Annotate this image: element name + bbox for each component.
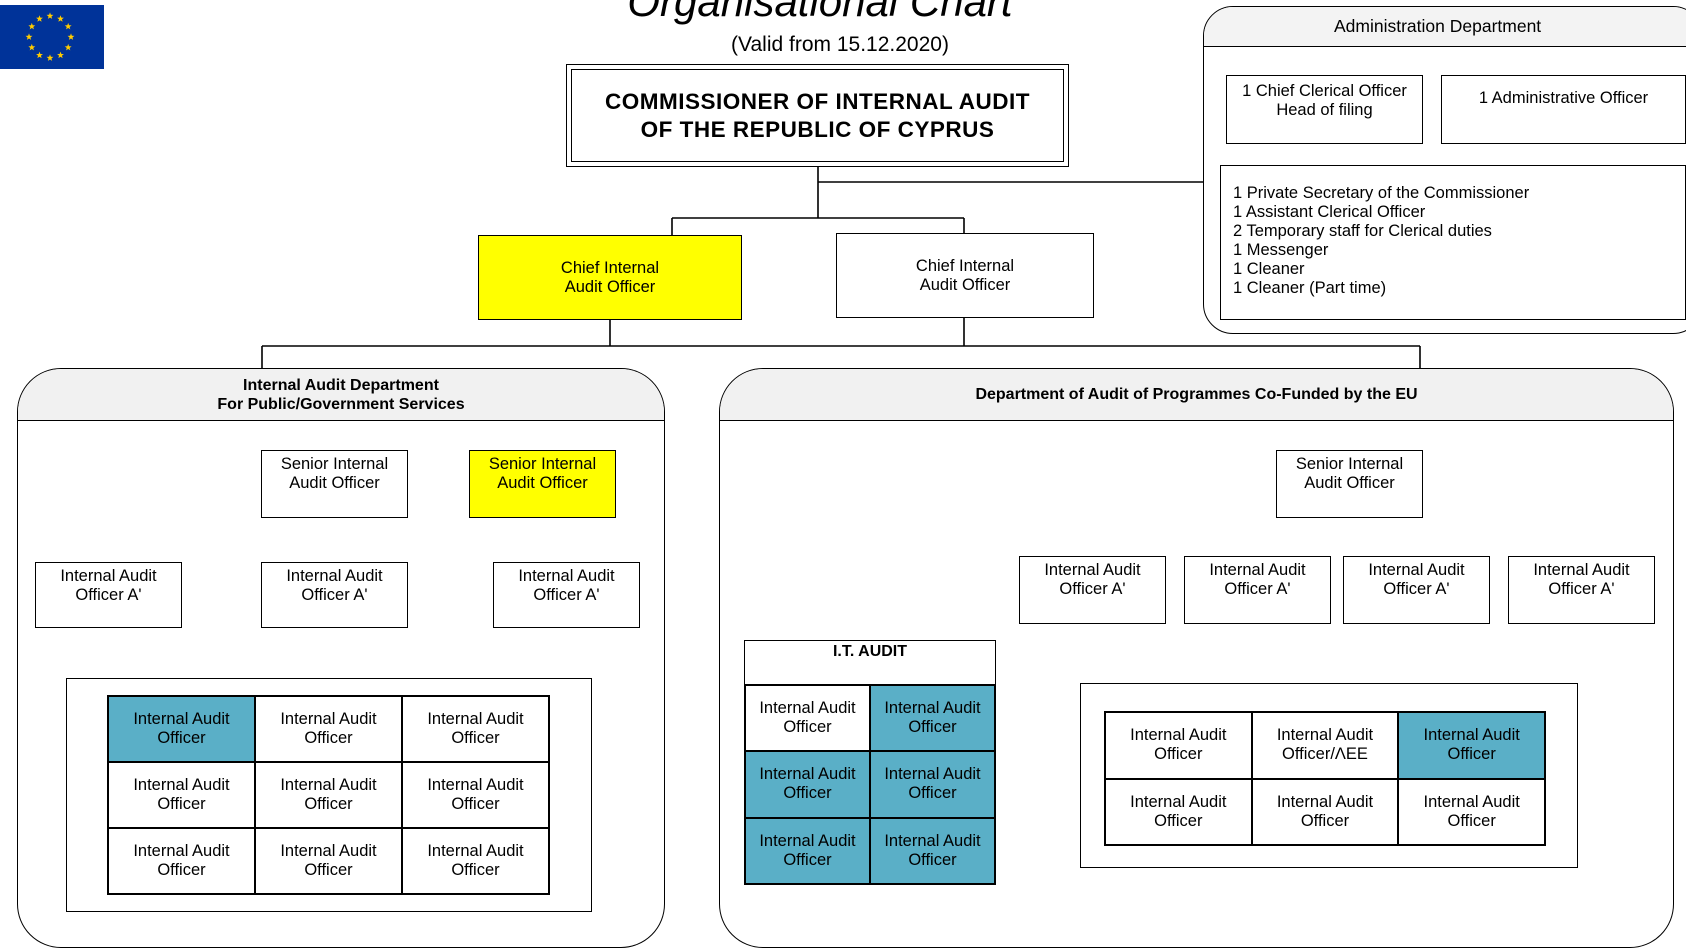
eu-star-icon xyxy=(57,51,64,59)
public-dept-title-bar: Internal Audit Department For Public/Gov… xyxy=(18,369,664,421)
eu-officers-grid: Internal Audit Officer Internal Audit Of… xyxy=(1104,711,1546,846)
officer-cell: Internal Audit Officer xyxy=(108,696,255,762)
eu-star-icon xyxy=(67,33,75,40)
officer-cell: Internal Audit Officer xyxy=(255,828,402,894)
admin-staff-item: 1 Cleaner xyxy=(1233,260,1305,278)
officer-cell: Internal Audit Officer xyxy=(1105,712,1252,779)
officer-cell: Internal Audit Officer xyxy=(108,828,255,894)
eu-stars-icon xyxy=(25,12,75,61)
public-officer-a-3: Internal Audit Officer A' xyxy=(493,562,640,628)
senior-label: Senior Internal Audit Officer xyxy=(1295,455,1404,492)
admin-title-bar: Administration Department xyxy=(1204,7,1686,47)
commissioner-inner-frame: COMMISSIONER OF INTERNAL AUDIT OF THE RE… xyxy=(571,69,1064,162)
admin-box-label: 1 Chief Clerical Officer Head of filing xyxy=(1242,82,1407,119)
admin-administrative-officer: 1 Administrative Officer xyxy=(1441,75,1686,144)
officer-cell: Internal Audit Officer/ΛΕΕ xyxy=(1251,712,1399,779)
eu-star-icon xyxy=(28,22,36,30)
officer-a-label: Internal Audit Officer A' xyxy=(1044,561,1141,598)
officer-a-label: Internal Audit Officer A' xyxy=(518,567,615,604)
admin-staff-item: 2 Temporary staff for Clerical duties xyxy=(1233,222,1492,240)
officer-cell: Internal Audit Officer xyxy=(402,828,549,894)
admin-staff-box: 1 Private Secretary of the Commissioner … xyxy=(1220,165,1686,320)
chief-internal-audit-officer-1: Chief Internal Audit Officer xyxy=(478,235,742,320)
eu-star-icon xyxy=(36,51,43,59)
officer-cell: Internal Audit Officer xyxy=(745,685,870,752)
eu-officer-a-2: Internal Audit Officer A' xyxy=(1184,556,1331,624)
public-senior-officer-1: Senior Internal Audit Officer xyxy=(261,450,408,518)
eu-star-icon xyxy=(64,43,72,51)
officer-cell: Internal Audit Officer xyxy=(108,762,255,828)
officer-cell: Internal Audit Officer xyxy=(1105,778,1252,845)
public-officer-a-1: Internal Audit Officer A' xyxy=(35,562,182,628)
officer-a-label: Internal Audit Officer A' xyxy=(1368,561,1465,598)
it-audit-grid: Internal Audit Officer Internal Audit Of… xyxy=(744,684,996,885)
public-dept-title: Internal Audit Department For Public/Gov… xyxy=(217,376,465,413)
officer-cell: Internal Audit Officer xyxy=(870,685,995,752)
eu-star-icon xyxy=(46,12,54,19)
eu-dept-title-bar: Department of Audit of Programmes Co-Fun… xyxy=(720,369,1673,421)
chief-label: Chief Internal Audit Officer xyxy=(560,258,660,296)
chart-title: Organisational Chart xyxy=(627,0,1013,25)
admin-staff-item: 1 Assistant Clerical Officer xyxy=(1233,203,1426,221)
senior-label: Senior Internal Audit Officer xyxy=(280,455,389,492)
officer-cell: Internal Audit Officer xyxy=(745,817,870,884)
officer-cell: Internal Audit Officer xyxy=(402,696,549,762)
public-senior-officer-2: Senior Internal Audit Officer xyxy=(469,450,616,518)
officer-cell: Internal Audit Officer xyxy=(402,762,549,828)
eu-dept-title: Department of Audit of Programmes Co-Fun… xyxy=(975,386,1418,403)
eu-officer-a-1: Internal Audit Officer A' xyxy=(1019,556,1166,624)
eu-star-icon xyxy=(36,15,43,22)
chief-label: Chief Internal Audit Officer xyxy=(915,256,1015,294)
admin-title: Administration Department xyxy=(1334,16,1542,36)
public-officer-a-2: Internal Audit Officer A' xyxy=(261,562,408,628)
admin-staff-item: 1 Messenger xyxy=(1233,241,1329,259)
senior-label: Senior Internal Audit Officer xyxy=(488,455,597,492)
officer-a-label: Internal Audit Officer A' xyxy=(1533,561,1630,598)
public-officers-grid: Internal Audit Officer Internal Audit Of… xyxy=(107,695,550,895)
officer-cell: Internal Audit Officer xyxy=(255,762,402,828)
admin-staff-item: 1 Cleaner (Part time) xyxy=(1233,279,1387,297)
eu-officer-a-4: Internal Audit Officer A' xyxy=(1508,556,1655,624)
eu-star-icon xyxy=(28,43,36,51)
eu-star-icon xyxy=(46,54,54,61)
admin-staff-item: 1 Private Secretary of the Commissioner xyxy=(1233,184,1530,202)
commissioner-box: COMMISSIONER OF INTERNAL AUDIT OF THE RE… xyxy=(566,64,1069,167)
eu-flag-logo xyxy=(0,5,104,69)
it-audit-title: I.T. AUDIT xyxy=(832,643,908,660)
eu-star-icon xyxy=(25,33,33,40)
officer-cell: Internal Audit Officer xyxy=(1398,778,1545,845)
eu-star-icon xyxy=(64,22,72,30)
chief-internal-audit-officer-2: Chief Internal Audit Officer xyxy=(836,233,1094,318)
chart-subtitle: (Valid from 15.12.2020) xyxy=(731,33,949,56)
officer-cell: Internal Audit Officer xyxy=(870,817,995,884)
officer-cell: Internal Audit Officer xyxy=(870,751,995,818)
officer-cell: Internal Audit Officer xyxy=(255,696,402,762)
commissioner-label: COMMISSIONER OF INTERNAL AUDIT OF THE RE… xyxy=(605,88,1030,142)
eu-officer-a-3: Internal Audit Officer A' xyxy=(1343,556,1490,624)
officer-a-label: Internal Audit Officer A' xyxy=(286,567,383,604)
admin-box-label: 1 Administrative Officer xyxy=(1478,89,1649,107)
officer-cell: Internal Audit Officer xyxy=(1398,712,1545,779)
officer-a-label: Internal Audit Officer A' xyxy=(60,567,157,604)
eu-star-icon xyxy=(57,15,64,22)
officer-cell: Internal Audit Officer xyxy=(745,751,870,818)
admin-chief-clerical-officer: 1 Chief Clerical Officer Head of filing xyxy=(1226,75,1423,144)
officer-cell: Internal Audit Officer xyxy=(1251,778,1399,845)
officer-a-label: Internal Audit Officer A' xyxy=(1209,561,1306,598)
eu-senior-officer: Senior Internal Audit Officer xyxy=(1276,450,1423,518)
it-audit-title-box: I.T. AUDIT xyxy=(744,640,996,685)
